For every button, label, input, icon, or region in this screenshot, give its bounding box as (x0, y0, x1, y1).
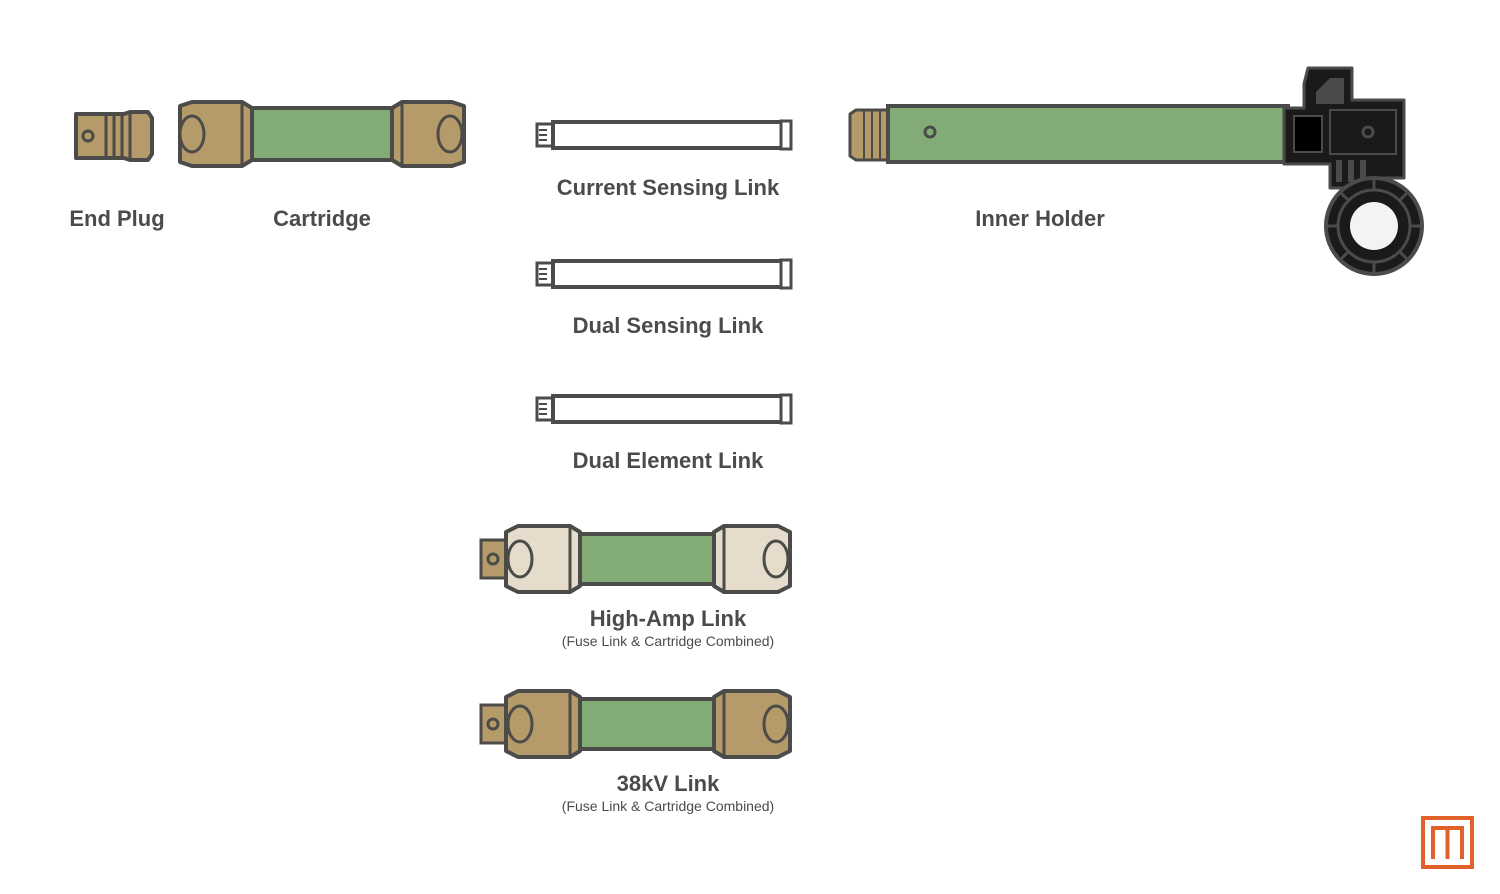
cartridge-label: Cartridge (273, 206, 371, 231)
dual-sensing-link-label: Dual Sensing Link (572, 313, 764, 338)
dual-element-link-label: Dual Element Link (572, 448, 764, 473)
inner-holder-label: Inner Holder (975, 206, 1105, 231)
end-plug-illustration (74, 110, 154, 162)
brand-logo-icon (1421, 816, 1474, 869)
end-plug-label: End Plug (69, 206, 165, 231)
38kv-link-sublabel: (Fuse Link & Cartridge Combined) (561, 798, 775, 814)
high-amp-link-illustration (479, 524, 792, 594)
current-sensing-link-illustration (535, 119, 793, 151)
inner-holder-illustration (848, 66, 1424, 276)
38kv-link-label: 38kV Link (616, 771, 720, 796)
high-amp-link-sublabel: (Fuse Link & Cartridge Combined) (561, 633, 775, 649)
38kv-link-illustration (479, 689, 792, 759)
cartridge-illustration (178, 100, 466, 168)
dual-sensing-link-illustration (535, 258, 793, 290)
current-sensing-link-label: Current Sensing Link (556, 175, 780, 200)
high-amp-link-label: High-Amp Link (589, 606, 747, 631)
dual-element-link-illustration (535, 393, 793, 425)
